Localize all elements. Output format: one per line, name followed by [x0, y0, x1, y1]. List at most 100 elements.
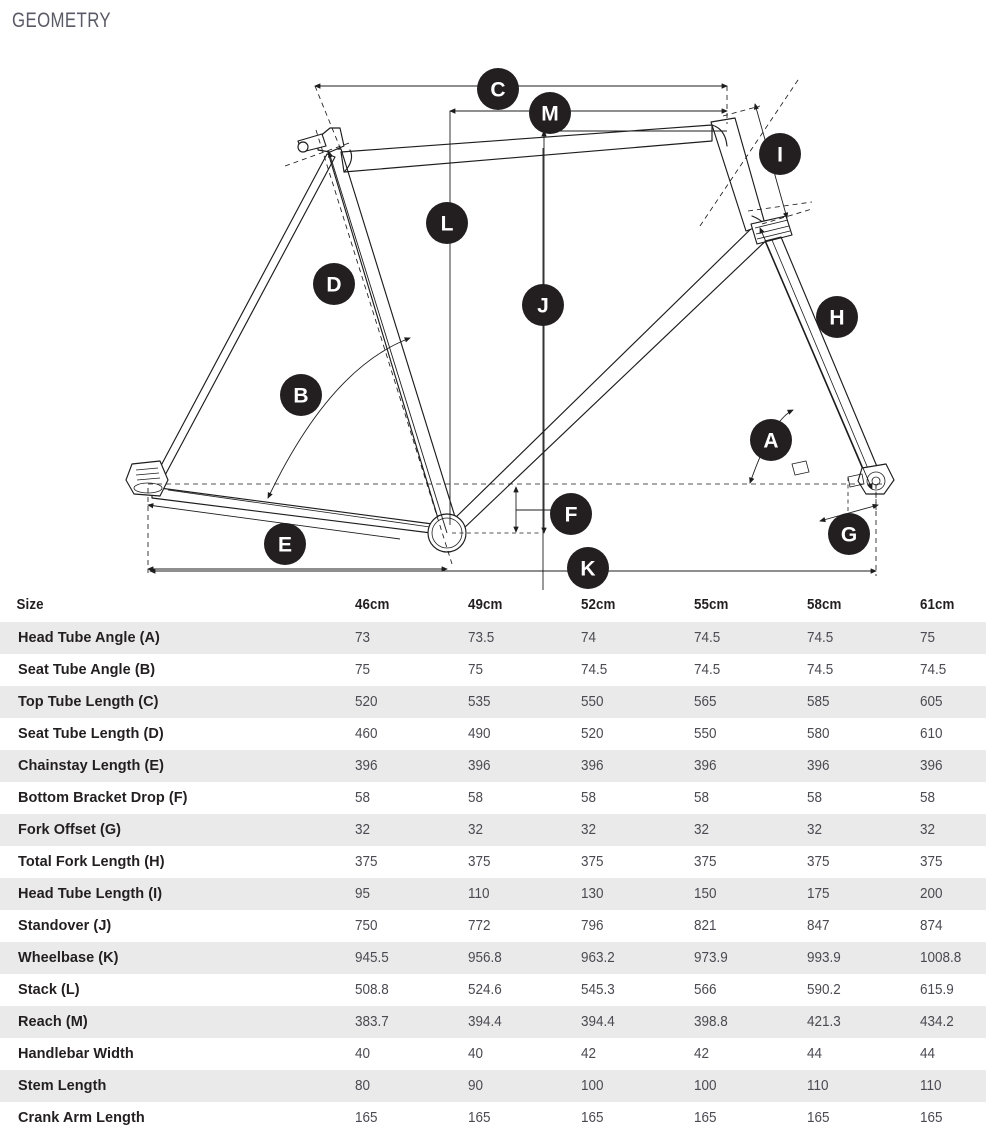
- row-label: Total Fork Length (H): [18, 854, 165, 870]
- bike-geometry-diagram: A B C D E: [0, 28, 986, 590]
- geometry-table: Size 46cm 49cm 52cm 55cm 58cm 61cm Head …: [0, 588, 986, 1134]
- cell-value: 175: [807, 878, 920, 910]
- cell-value-text: 130: [581, 886, 604, 902]
- cell-value: 74.5: [920, 654, 986, 686]
- cell-value-text: 580: [807, 726, 830, 742]
- cell-value: 40: [468, 1038, 581, 1070]
- cell-value: 32: [355, 814, 468, 846]
- frame-drawing-svg: A B C D E: [125, 68, 895, 590]
- cell-value: 165: [807, 1102, 920, 1134]
- header-row: Size 46cm 49cm 52cm 55cm 58cm 61cm: [0, 588, 986, 622]
- cell-value: 520: [355, 686, 468, 718]
- cell-value: 74: [581, 622, 694, 654]
- row-label: Seat Tube Length (D): [18, 726, 164, 742]
- cell-value-text: 74.5: [694, 630, 721, 646]
- cell-value-text: 110: [807, 1078, 829, 1094]
- cell-value-text: 32: [468, 822, 484, 838]
- cell-value-text: 375: [807, 854, 830, 870]
- cell-value: 398.8: [694, 1006, 807, 1038]
- cell-value: 1008.8: [920, 942, 986, 974]
- cell-value-text: 32: [355, 822, 371, 838]
- cell-value-text: 100: [581, 1078, 604, 1094]
- marker-I[interactable]: I: [759, 133, 801, 175]
- cell-value: 375: [355, 846, 468, 878]
- cell-value-text: 58: [694, 790, 710, 806]
- cell-value-text: 490: [468, 726, 491, 742]
- cell-value: 993.9: [807, 942, 920, 974]
- row-label: Chainstay Length (E): [18, 758, 165, 774]
- cell-value: 490: [468, 718, 581, 750]
- cell-value: 58: [468, 782, 581, 814]
- marker-L[interactable]: L: [426, 202, 468, 244]
- cell-value: 874: [920, 910, 986, 942]
- cell-value-text: 44: [807, 1046, 823, 1062]
- marker-M[interactable]: M: [529, 92, 571, 134]
- cell-value: 375: [581, 846, 694, 878]
- cell-value-text: 32: [920, 822, 936, 838]
- cell-value: 110: [468, 878, 581, 910]
- marker-J[interactable]: J: [522, 284, 564, 326]
- seat-stay: [155, 153, 336, 480]
- head-tube-fillet-top: [711, 124, 728, 147]
- cell-value-text: 460: [355, 726, 378, 742]
- cell-value: 150: [694, 878, 807, 910]
- head-tube: [710, 117, 766, 232]
- cell-value: 821: [694, 910, 807, 942]
- cell-value-text: 585: [807, 694, 830, 710]
- cell-value-text: 396: [920, 758, 943, 774]
- cell-value-text: 375: [581, 854, 604, 870]
- cell-value-text: 74.5: [581, 662, 608, 678]
- chain-stay-inner-line: [167, 489, 438, 529]
- cell-value: 32: [581, 814, 694, 846]
- cell-value: 200: [920, 878, 986, 910]
- table-header: Size 46cm 49cm 52cm 55cm 58cm 61cm: [0, 588, 986, 622]
- marker-E[interactable]: E: [264, 523, 306, 565]
- cell-value-text: 956.8: [468, 950, 502, 966]
- marker-C[interactable]: C: [477, 68, 519, 110]
- cell-value-text: 40: [355, 1046, 371, 1062]
- head-angle-tick: [791, 460, 810, 476]
- marker-H[interactable]: H: [816, 296, 858, 338]
- cell-value: 32: [920, 814, 986, 846]
- dim-ext-C-left: [314, 85, 342, 151]
- page-title: GEOMETRY: [12, 9, 112, 32]
- cell-value-text: 524.6: [468, 982, 502, 998]
- dim-line-D: [328, 151, 448, 534]
- row-label: Head Tube Angle (A): [18, 630, 160, 646]
- callout-markers: A B C D E: [264, 68, 870, 589]
- cell-value: 75: [468, 654, 581, 686]
- marker-F[interactable]: F: [550, 493, 592, 535]
- row-label: Top Tube Length (C): [18, 694, 159, 710]
- marker-A[interactable]: A: [750, 419, 792, 461]
- cell-value-text: 396: [355, 758, 378, 774]
- cell-value: 100: [694, 1070, 807, 1102]
- marker-D[interactable]: D: [313, 263, 355, 305]
- cell-value-text: 150: [694, 886, 717, 902]
- marker-G[interactable]: G: [828, 513, 870, 555]
- cell-value-text: 95: [355, 886, 371, 902]
- cell-value-text: 398.8: [694, 1014, 728, 1030]
- marker-K[interactable]: K: [567, 547, 609, 589]
- cell-value-text: 566: [694, 982, 717, 998]
- cell-value-text: 32: [694, 822, 710, 838]
- cell-value-text: 945.5: [355, 950, 389, 966]
- header-size-49: 49cm: [468, 597, 503, 613]
- marker-M-label: M: [541, 103, 559, 126]
- cell-value-text: 750: [355, 918, 378, 934]
- cell-value: 396: [581, 750, 694, 782]
- cell-value-text: 394.4: [468, 1014, 502, 1030]
- cell-value: 44: [807, 1038, 920, 1070]
- seat-clamp-bolt: [297, 141, 309, 153]
- marker-B[interactable]: B: [280, 374, 322, 416]
- cell-value-text: 383.7: [355, 1014, 389, 1030]
- cell-value: 40: [355, 1038, 468, 1070]
- cell-value: 394.4: [581, 1006, 694, 1038]
- row-label: Stem Length: [18, 1078, 107, 1094]
- header-size: Size: [16, 597, 44, 613]
- cell-value: 566: [694, 974, 807, 1006]
- cell-value: 165: [581, 1102, 694, 1134]
